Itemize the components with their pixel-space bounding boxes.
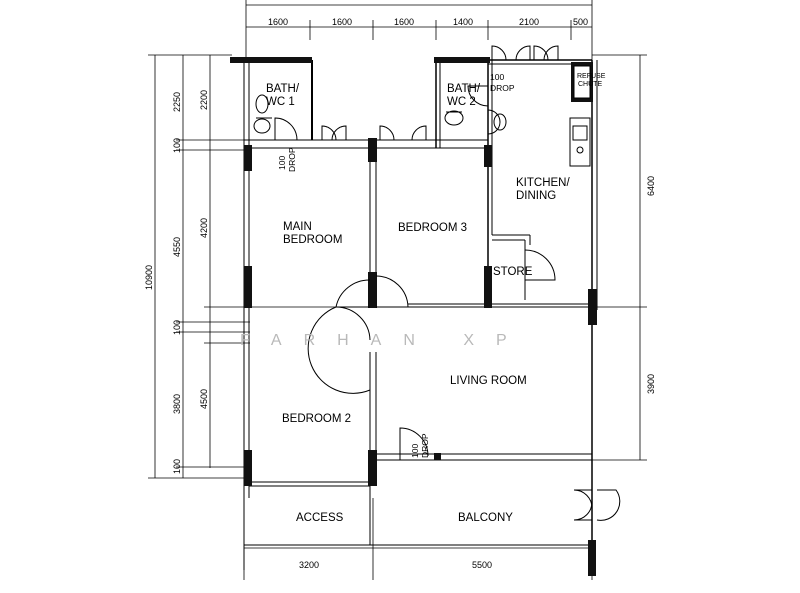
- toilet-basin-fixtures: [253, 94, 507, 134]
- bottom-dimensions: 3200 5500: [299, 560, 492, 570]
- dim-top-4: 1400: [453, 17, 473, 27]
- bath1-drop-number: 100: [277, 156, 287, 170]
- main-bedroom-label-line1: MAIN: [283, 221, 312, 233]
- room-labels: BATH/ WC 1 BATH/ WC 2 REFUSE CHUTE KITCH…: [266, 73, 606, 524]
- bath2-drop-number: 100: [490, 72, 504, 82]
- dim-top-1: 1600: [268, 17, 288, 27]
- dim-left-mid-4: 100: [172, 320, 182, 335]
- dim-left-inner-3: 4500: [199, 389, 209, 409]
- bath2-label-line1: BATH/: [447, 83, 481, 95]
- access-label: ACCESS: [296, 512, 344, 524]
- dim-left-mid-2: 100: [172, 138, 182, 153]
- top-dimensions: 1600 1600 1600 1400 2100 500: [268, 17, 588, 27]
- left-dimensions: 10900 2250 100 4550 100 3800 100 2200 42…: [144, 90, 209, 474]
- bath2-label-line2: WC 2: [447, 96, 476, 108]
- living-room-label: LIVING ROOM: [450, 375, 527, 387]
- dim-top-5: 2100: [519, 17, 539, 27]
- dim-left-mid-5: 3800: [172, 394, 182, 414]
- main-bedroom-label-line2: BEDROOM: [283, 234, 342, 246]
- drop-labels: 100 DROP 100 DROP 100 DROP: [277, 72, 515, 458]
- dim-bottom-1: 3200: [299, 560, 319, 570]
- balcony-label: BALCONY: [458, 512, 513, 524]
- dim-left-inner-2: 4200: [199, 218, 209, 238]
- living-drop-word: DROP: [420, 433, 430, 458]
- dim-top-6: 500: [573, 17, 588, 27]
- living-drop-number: 100: [410, 444, 420, 458]
- store-label: STORE: [493, 266, 533, 278]
- kitchen-label-line2: DINING: [516, 190, 556, 202]
- dim-left-total: 10900: [144, 265, 154, 290]
- watermark: FARHAN XP: [240, 332, 529, 349]
- structural-columns: [230, 57, 597, 576]
- drop-marker: [434, 453, 441, 460]
- wall-outlines: [232, 58, 598, 570]
- dim-bottom-2: 5500: [472, 560, 492, 570]
- bath1-label-line1: BATH/: [266, 83, 300, 95]
- refuse-chute-label-line1: REFUSE: [577, 73, 606, 80]
- right-dimensions: 6400 3900: [646, 176, 656, 394]
- dim-left-inner-1: 2200: [199, 90, 209, 110]
- refuse-chute-label-line2: CHUTE: [578, 81, 602, 88]
- dim-left-mid-6: 100: [172, 459, 182, 474]
- dim-left-mid-3: 4550: [172, 237, 182, 257]
- kitchen-sink: [569, 117, 591, 167]
- doors: [274, 45, 621, 521]
- dim-left-mid-1: 2250: [172, 92, 182, 112]
- dim-top-3: 1600: [394, 17, 414, 27]
- bath1-drop-word: DROP: [287, 147, 297, 172]
- bedroom2-label: BEDROOM 2: [282, 413, 351, 425]
- dim-right-1: 6400: [646, 176, 656, 196]
- bath2-drop-word: DROP: [490, 83, 515, 93]
- refuse-chute: [573, 65, 591, 99]
- kitchen-label-line1: KITCHEN/: [516, 177, 570, 189]
- dim-top-2: 1600: [332, 17, 352, 27]
- bedroom3-label: BEDROOM 3: [398, 222, 467, 234]
- bath1-label-line2: WC 1: [266, 96, 295, 108]
- dim-right-2: 3900: [646, 374, 656, 394]
